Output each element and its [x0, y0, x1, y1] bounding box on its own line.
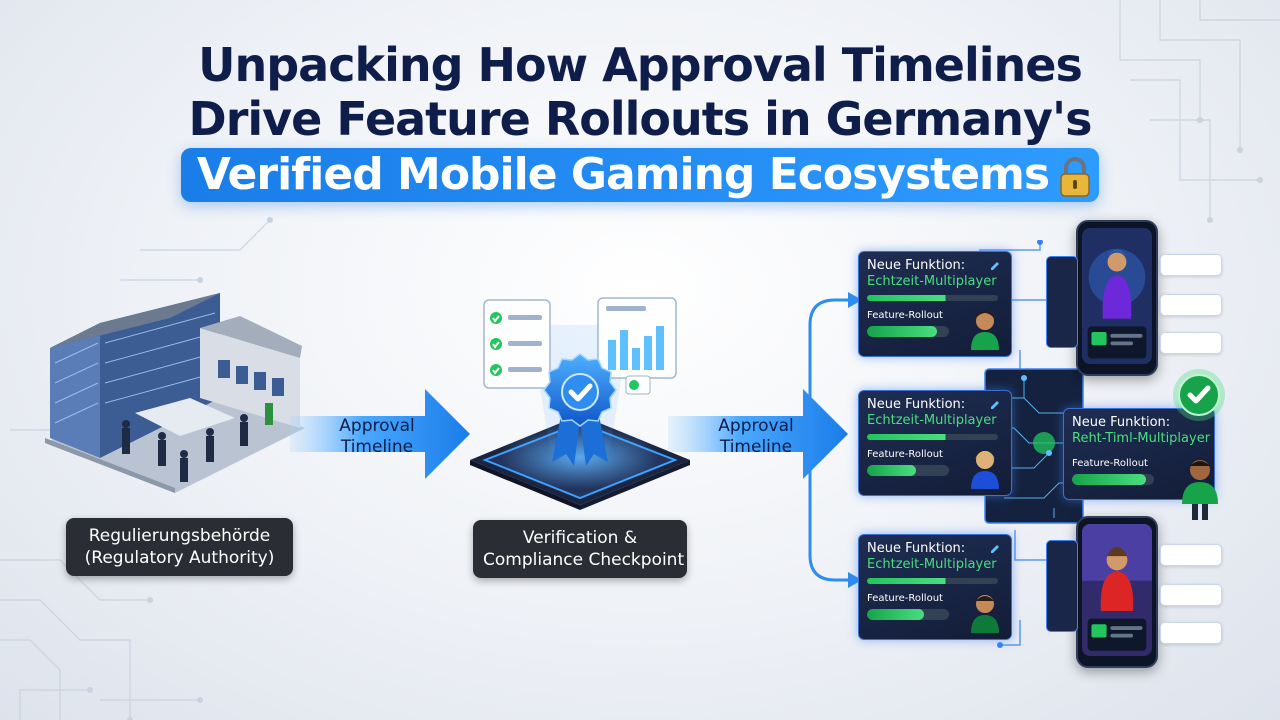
edit-icon — [991, 262, 999, 270]
notification-chip — [1160, 294, 1222, 316]
office-building-icon — [45, 293, 305, 493]
card-4-feature: Echtzeit-Multiplayer — [867, 557, 997, 572]
card-4-progress — [867, 609, 949, 620]
avatar-icon — [971, 311, 999, 350]
card-3-feature: Reht-Timl-Multiplayer — [1072, 431, 1211, 446]
branch-connectors — [808, 240, 1073, 648]
notification-chip — [1160, 622, 1222, 644]
card-2-progress-fill — [867, 465, 917, 476]
card-3-progress — [1072, 474, 1154, 485]
card-4-divider-bar — [867, 578, 998, 584]
bar-chart-icon — [597, 297, 677, 395]
phone-side-panel — [1046, 540, 1078, 632]
card-3-rollout-label: Feature-Rollout — [1072, 458, 1148, 469]
authority-label: Regulierungsbehörde (Regulatory Authorit… — [66, 518, 293, 576]
card-2-title: Neue Funktion: — [867, 397, 966, 412]
checklist-icon — [483, 299, 551, 389]
avatar-icon — [1182, 460, 1218, 520]
authority-label-line-2: (Regulatory Authority) — [84, 548, 275, 568]
approval-arrow-1 — [290, 389, 470, 479]
edit-icon — [991, 401, 999, 409]
game-screen — [1082, 228, 1152, 365]
page-title-line-1: Unpacking How Approval Timelines — [198, 38, 1083, 92]
card-3-title: Neue Funktion: — [1072, 415, 1171, 430]
avatar-icon — [971, 595, 999, 633]
card-2-progress — [867, 465, 949, 476]
notification-chip — [1160, 254, 1222, 276]
phone-side-panel — [1046, 256, 1078, 348]
avatar-icon — [971, 451, 999, 489]
arrow-1-text: Approval Timeline — [322, 416, 432, 458]
card-1-progress — [867, 326, 949, 337]
card-4-rollout-label: Feature-Rollout — [867, 593, 943, 604]
arrow-1-line-1: Approval — [339, 416, 415, 436]
card-2-feature: Echtzeit-Multiplayer — [867, 413, 997, 428]
edit-icon — [991, 545, 999, 553]
checkmark-badge-icon — [1173, 369, 1225, 421]
verification-badge-icon — [543, 353, 617, 466]
feature-card-4: Neue Funktion: Echtzeit-Multiplayer Feat… — [858, 534, 1012, 640]
page-title-highlight: Verified Mobile Gaming Ecosystems — [180, 148, 1100, 202]
arrow-2-text: Approval Timeline — [701, 416, 811, 458]
card-1-feature: Echtzeit-Multiplayer — [867, 274, 997, 289]
notification-chip — [1160, 332, 1222, 354]
card-2-divider-bar — [867, 434, 998, 440]
feature-card-3: Neue Funktion: Reht-Timl-Multiplayer Fea… — [1063, 408, 1215, 500]
card-4-progress-fill — [867, 609, 925, 620]
title-block: Unpacking How Approval Timelines Drive F… — [0, 38, 1280, 202]
card-4-title: Neue Funktion: — [867, 541, 966, 556]
notification-chip — [1160, 544, 1222, 566]
feature-card-1: Neue Funktion: Echtzeit-Multiplayer Feat… — [858, 251, 1012, 357]
smartphone-icon — [1076, 516, 1158, 668]
checkpoint-label-line-1: Verification & — [522, 528, 638, 548]
card-1-divider-bar — [867, 295, 998, 301]
card-1-rollout-label: Feature-Rollout — [867, 310, 943, 321]
card-2-rollout-label: Feature-Rollout — [867, 449, 943, 460]
card-1-title: Neue Funktion: — [867, 258, 966, 273]
arrow-2-line-2: Timeline — [719, 437, 793, 457]
card-3-progress-fill — [1072, 474, 1146, 485]
smartphone-icon — [1076, 220, 1158, 376]
arrow-1-line-2: Timeline — [340, 437, 414, 457]
game-screen — [1082, 524, 1152, 657]
approval-arrow-2 — [668, 389, 848, 479]
checkpoint-label: Verification & Compliance Checkpoint — [473, 520, 687, 578]
lock-icon — [1060, 157, 1090, 197]
arrow-2-line-1: Approval — [718, 416, 794, 436]
page-title-line-2: Drive Feature Rollouts in Germany's — [188, 92, 1093, 146]
authority-label-line-1: Regulierungsbehörde — [88, 526, 271, 546]
title-highlight-row: Verified Mobile Gaming Ecosystems — [180, 148, 1100, 202]
notification-chip — [1160, 584, 1222, 606]
checkpoint-label-line-2: Compliance Checkpoint — [483, 550, 685, 570]
card-1-progress-fill — [867, 326, 937, 337]
feature-card-2: Neue Funktion: Echtzeit-Multiplayer Feat… — [858, 390, 1012, 496]
